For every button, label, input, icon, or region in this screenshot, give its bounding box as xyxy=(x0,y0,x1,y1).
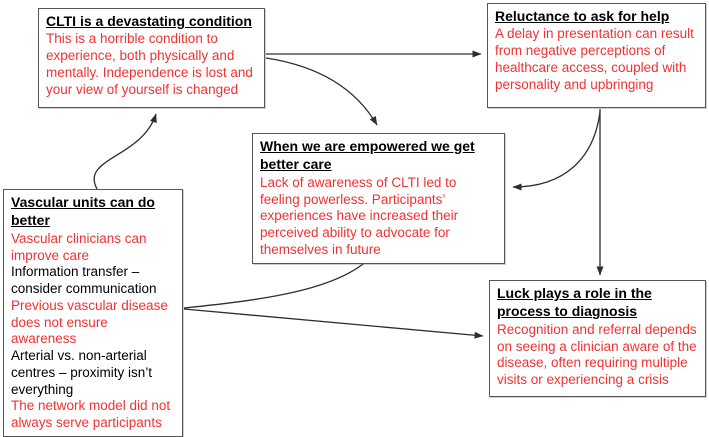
arrow-reluctance-to-empowered xyxy=(512,111,601,191)
body-text: Recognition and referral depends on seei… xyxy=(497,321,697,388)
box-title: When we are empowered we get better care xyxy=(260,138,475,173)
body-text: Arterial vs. non-arterial centres – prox… xyxy=(11,348,153,397)
body-text: Information transfer – consider communic… xyxy=(11,264,157,297)
box-body: Vascular clinicians can improve care Inf… xyxy=(11,231,175,432)
body-text: Vascular clinicians can improve care xyxy=(11,230,147,263)
box-title: Luck plays a role in the process to diag… xyxy=(497,285,652,320)
arrow-vascular-to-luck xyxy=(183,308,484,339)
body-text: A delay in presentation can result from … xyxy=(495,26,694,92)
body-text: Lack of awareness of CLTI led to feeling… xyxy=(260,174,459,257)
body-text: Previous vascular disease does not ensur… xyxy=(11,297,168,347)
box-clti-devastating-condition: CLTI is a devastating condition This is … xyxy=(38,8,265,108)
box-luck-plays-a-role: Luck plays a role in the process to diag… xyxy=(489,280,706,397)
arrow-vascular-to-clti xyxy=(93,113,157,190)
box-empowered-better-care: When we are empowered we get better care… xyxy=(252,133,505,264)
box-body: A delay in presentation can result from … xyxy=(495,26,698,93)
box-body: This is a horrible condition to experien… xyxy=(46,31,257,98)
box-title: CLTI is a devastating condition xyxy=(46,13,252,29)
box-body: Lack of awareness of CLTI led to feeling… xyxy=(260,175,497,259)
body-text: The network model did not always serve p… xyxy=(11,398,171,431)
box-reluctance-to-ask-for-help: Reluctance to ask for help A delay in pr… xyxy=(487,3,706,108)
box-title: Vascular units can do better xyxy=(11,194,155,229)
box-title: Reluctance to ask for help xyxy=(495,8,670,24)
box-body: Recognition and referral depends on seei… xyxy=(497,322,698,389)
box-vascular-units-can-do-better: Vascular units can do better Vascular cl… xyxy=(3,189,183,437)
body-text: This is a horrible condition to experien… xyxy=(46,31,253,97)
arrow-clti-to-empowered xyxy=(265,57,378,126)
